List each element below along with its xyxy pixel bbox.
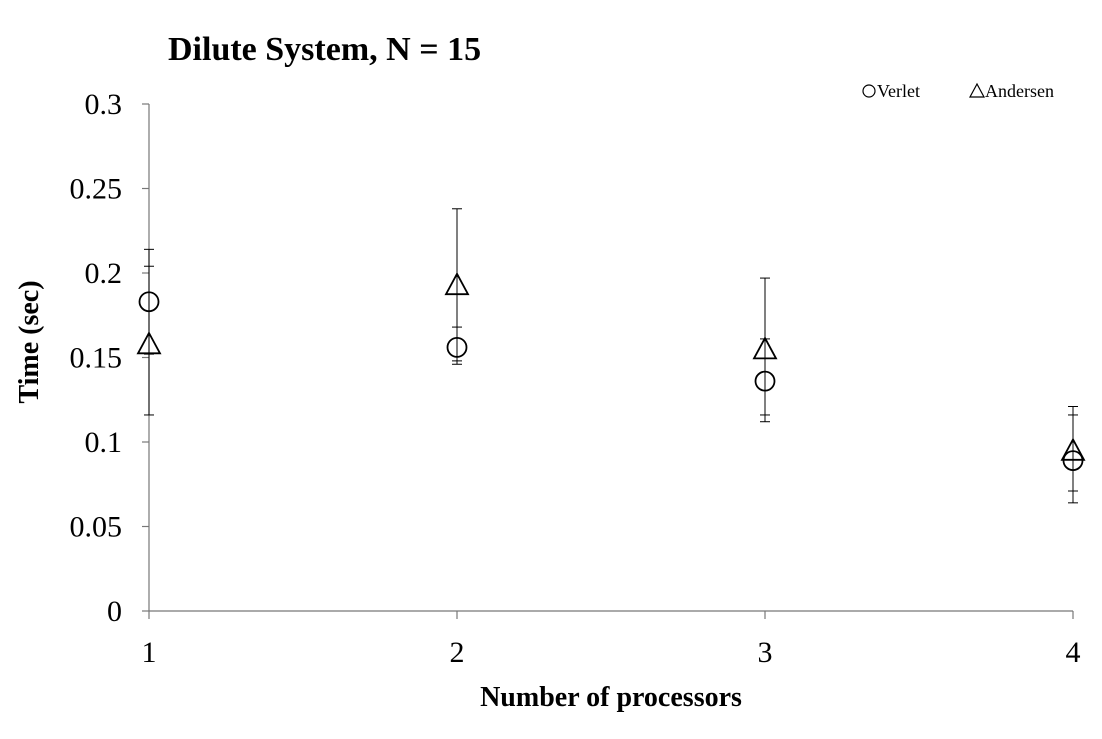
chart-title: Dilute System, N = 15	[168, 31, 481, 68]
error-bars	[144, 208, 1078, 504]
verlet-point	[138, 291, 160, 313]
x-tick-label: 4	[1066, 636, 1081, 669]
x-tick-labels: 1 2 3 4	[142, 636, 1081, 669]
andersen-point	[444, 271, 470, 296]
axes	[142, 103, 1074, 619]
legend-verlet-label: Verlet	[877, 81, 920, 101]
legend-verlet-marker	[862, 84, 876, 98]
y-tick-label: 0	[107, 595, 122, 628]
andersen-point	[1060, 437, 1086, 461]
legend: Verlet Andersen	[862, 81, 1054, 101]
y-tick-labels: 0 0.05 0.1 0.15 0.2 0.25 0.3	[70, 88, 123, 628]
andersen-point	[136, 331, 162, 355]
andersen-point	[752, 336, 778, 360]
y-tick-label: 0.15	[70, 342, 123, 375]
verlet-point	[754, 370, 776, 392]
y-tick-label: 0.1	[85, 426, 123, 459]
x-axis-title: Number of processors	[480, 682, 742, 713]
y-tick-label: 0.3	[85, 88, 123, 121]
legend-andersen-marker	[968, 82, 986, 98]
y-tick-label: 0.05	[70, 511, 123, 544]
y-tick-label: 0.25	[70, 173, 123, 206]
data-markers	[136, 271, 1086, 471]
legend-andersen-label: Andersen	[985, 81, 1054, 101]
y-tick-label: 0.2	[85, 257, 123, 290]
verlet-point	[446, 336, 468, 358]
x-tick-label: 2	[450, 636, 465, 669]
x-tick-label: 1	[142, 636, 157, 669]
y-axis-title: Time (sec)	[14, 280, 45, 403]
x-tick-label: 3	[758, 636, 773, 669]
